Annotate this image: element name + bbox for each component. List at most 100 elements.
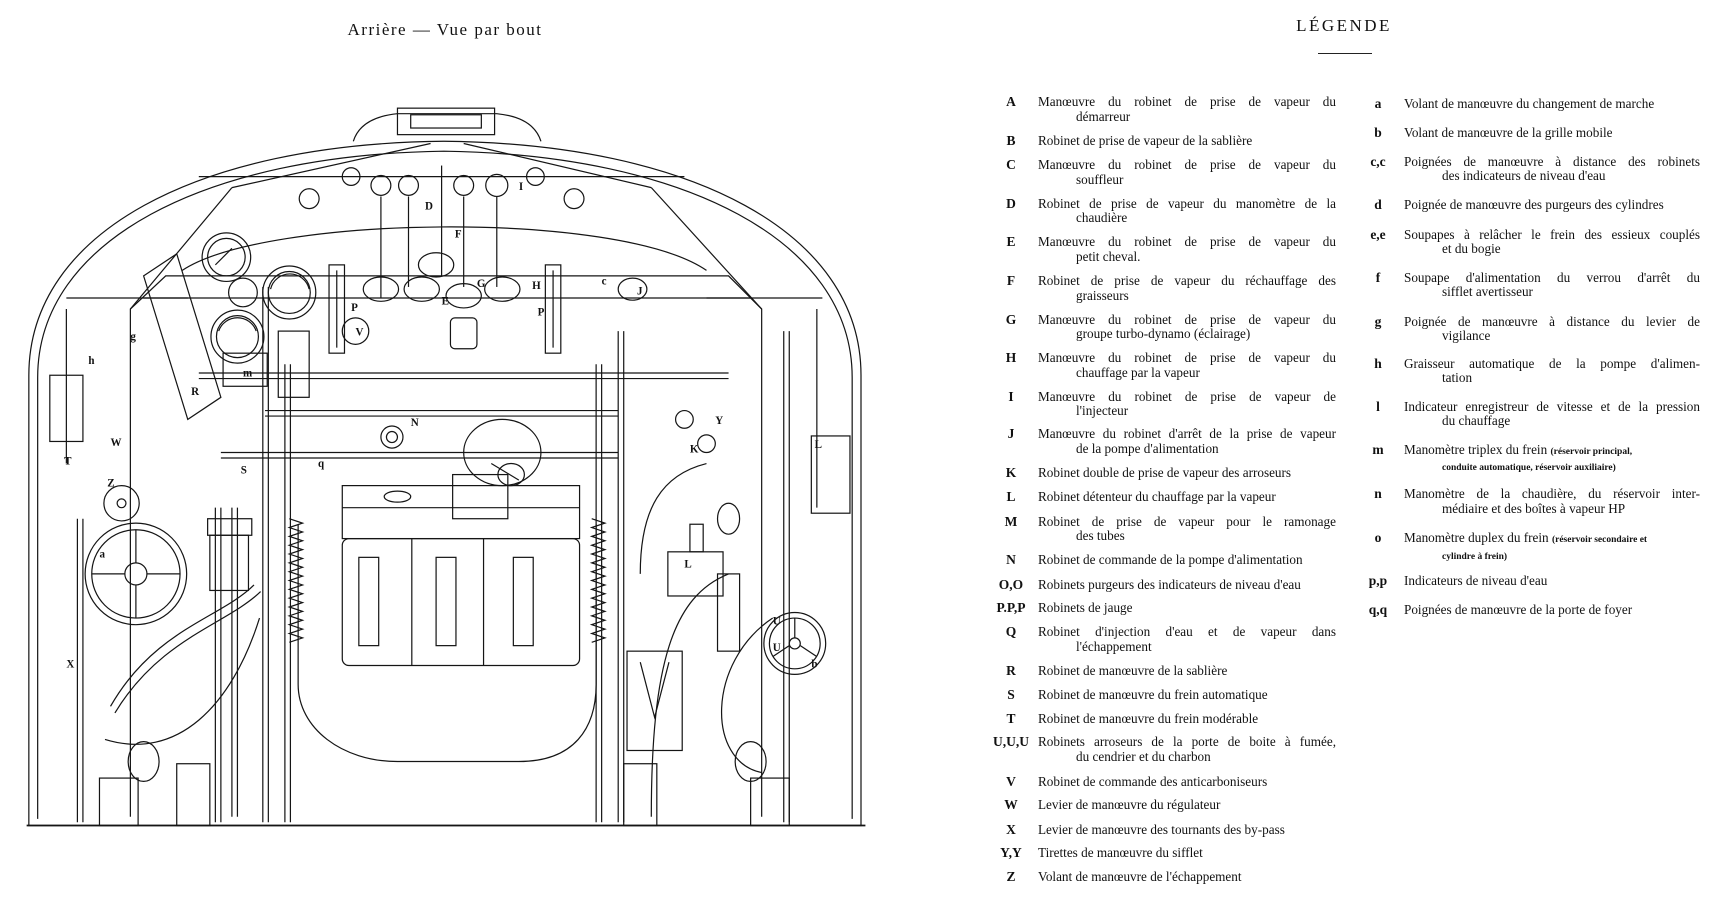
legend-description: Tirettes de manœuvre du sifflet [1038,845,1336,861]
drawing-label: L [815,439,822,451]
legend-description: Volant de manœuvre de l'échappement [1038,870,1336,885]
legend-description-note: (réservoir principal, [1550,446,1633,457]
legend-key: a [1374,96,1382,112]
legend-key: U,U,U [993,734,1029,750]
legend-key: c,c [1370,153,1386,169]
legend-description-line: l'échappement [1076,638,1152,654]
legend-description-line: Manœuvre du robinet de prise de vapeur d… [1038,312,1336,327]
legend-description: Robinet de manœuvre de la sablière [1038,662,1336,679]
legend-description-line: l'injecteur [1076,403,1129,419]
legend-description-line: des indicateurs de niveau d'eau [1442,168,1606,184]
legend-description-line: groupe turbo-dynamo (éclairage) [1076,326,1251,342]
legend-key: f [1375,269,1381,285]
drawing-label: I [519,181,523,193]
legend-description-line: Robinet détenteur du chauffage par la va… [1038,489,1276,505]
legend-key: C [1006,157,1016,173]
legend-description-line: Robinet de prise de vapeur du réchauffag… [1038,274,1336,289]
legend-description-line: Indicateur enregistreur de vitesse et de… [1404,399,1700,414]
legend-description-line: Robinet d'injection d'eau et de vapeur d… [1038,625,1336,640]
legend-description: Robinets arroseurs de la porte de boite … [1038,735,1336,764]
legend-key: E [1006,234,1016,250]
legend-description: Robinet d'injection d'eau et de vapeur d… [1038,625,1336,654]
legend-description-line: du chauffage [1442,413,1511,429]
grate-handwheel [763,611,827,675]
legend-description-note: conduite automatique, réservoir auxiliai… [1442,463,1616,474]
legend-description-line: Poignée de manœuvre des purgeurs des cyl… [1404,196,1664,212]
drawing-label: H [532,280,541,292]
legend-description: Robinet de manœuvre du frein modérable [1038,712,1336,727]
legend-description-line: Manœuvre du robinet de prise de vapeur d… [1038,95,1336,110]
legend-description: Manomètre triplex du frein (réservoir pr… [1404,442,1700,476]
legend-description: Robinet de commande des anticarboniseurs [1038,775,1336,790]
legend-description-line: Levier de manœuvre du régulateur [1038,797,1221,813]
legend-description-line: Manœuvre du robinet de prise de vapeur d… [1038,389,1336,404]
legend-description-line: Manœuvre du robinet de prise de vapeur d… [1038,351,1336,366]
legend-key: H [1005,350,1017,366]
legend-description-line: Manœuvre du robinet de prise de vapeur d… [1038,158,1336,173]
legend-description: Levier de manœuvre des tournants des by-… [1038,822,1336,838]
legend-key: Q [1005,624,1017,640]
drawing-label: J [637,286,643,298]
drawing-label: P [538,307,545,319]
legend-description-line: Poignées de manœuvre de la porte de foye… [1404,602,1633,617]
legend-key: o [1374,530,1382,546]
legend-key: M [1004,513,1018,529]
legend-description-line: conduite automatique, réservoir auxiliai… [1404,459,1700,476]
legend-description-line: Volant de manœuvre de l'échappement [1038,869,1242,885]
legend-description-line: tation [1442,370,1473,386]
drawing-label: G [477,278,486,290]
legend-description-line: Robinet de prise de vapeur de la sablièr… [1038,132,1253,148]
legend-description-line: Indicateurs de niveau d'eau [1404,573,1548,589]
water-gauge-right [544,264,562,354]
legend-key: h [1374,355,1382,371]
legend-description: Soupapes à relâcher le frein des essieux… [1404,228,1700,257]
legend-key: V [1006,774,1016,790]
reversing-handwheel [84,522,188,626]
legend-description: Manomètre de la chaudière, du réservoir … [1404,487,1700,516]
legend-description: Graisseur automatique de la pompe d'alim… [1404,357,1700,386]
drawing-title: Arrière — Vue par bout [347,20,543,39]
legend-description-line: Manomètre triplex du frein (réservoir pr… [1404,442,1700,460]
legend-description-line: des tubes [1076,528,1125,544]
legend-description-line: démarreur [1076,108,1131,124]
legend-description-line: Robinet de manœuvre du frein automatique [1038,687,1268,703]
legend-description-line: sifflet avertisseur [1442,284,1533,300]
legend-description-line: du cendrier et du charbon [1076,748,1211,764]
legend-description: Volant de manœuvre de la grille mobile [1404,126,1700,141]
drawing-label: X [66,659,74,671]
legend-description: Robinets purgeurs des indicateurs de niv… [1038,577,1336,593]
water-gauge-left [328,264,346,354]
legend-description-line: Robinet de prise de vapeur pour le ramon… [1038,514,1336,529]
legend-key: m [1372,441,1384,457]
legend-description: Robinet de manœuvre du frein automatique [1038,688,1336,703]
drawing-label: T [64,456,72,468]
legend-description-line: de la pompe d'alimentation [1076,440,1219,456]
gauge-m [210,309,265,364]
legend-key: n [1374,486,1382,502]
legend-key: F [1006,273,1016,289]
legend-description-line: Robinet de manœuvre de la sablière [1038,662,1228,678]
legend-description: Manœuvre du robinet d'arrêt de la prise … [1038,427,1336,456]
drawing-label: V [356,327,364,339]
drawing-label: F [455,228,462,240]
legend-key: K [1005,465,1017,481]
firebox-door-plate [297,524,597,763]
drawing-label: L [684,558,691,570]
gauge-o [201,232,252,283]
legend-key: p,p [1368,573,1388,589]
legend-description: Manœuvre du robinet de prise de vapeur d… [1038,313,1336,342]
legend-description-line: souffleur [1076,171,1124,187]
drawing-label: U [773,642,781,654]
legend-description-line: Robinets de jauge [1038,599,1133,615]
drawing-label: E [442,296,449,308]
legend-description-note: (réservoir secondaire et [1551,535,1648,546]
legend-description: Manœuvre du robinet de prise de vapeur d… [1038,235,1336,264]
drawing-label: R [191,386,200,398]
drawing-label: N [411,417,419,429]
legend-key: d [1374,196,1382,212]
legend-description-line: Robinet de commande des anticarboniseurs [1038,774,1268,790]
legend-key: b [1374,125,1382,141]
legend-description-line: médiaire et des boîtes à vapeur HP [1442,500,1626,516]
legend-description: Poignées de manœuvre de la porte de foye… [1404,602,1700,618]
